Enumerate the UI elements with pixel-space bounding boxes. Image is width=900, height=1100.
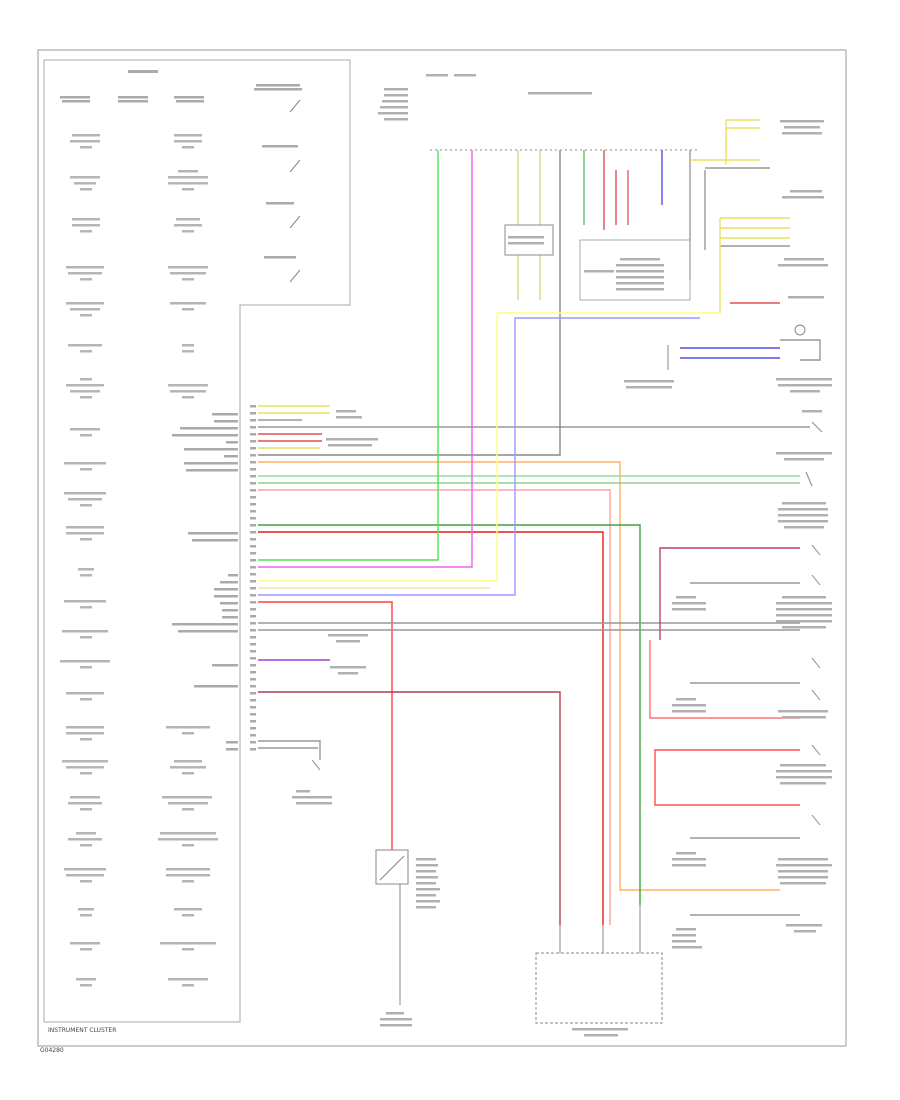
- instrument-cluster-label: INSTRUMENT CLUSTER: [48, 1027, 116, 1034]
- wires: [258, 119, 821, 925]
- top-connectors: [375, 149, 806, 1024]
- diagram-frame: [37, 49, 847, 1047]
- instrument-cluster-box: [43, 59, 351, 1023]
- switch-symbols: [311, 421, 823, 826]
- cluster-indicator-grid: [60, 134, 218, 987]
- diagram-code: G04280: [40, 1047, 64, 1054]
- cluster-pin-numbers: [250, 405, 256, 751]
- cluster-indicator-labels: [60, 70, 302, 259]
- right-component-labels: [292, 74, 832, 1037]
- cluster-pin-labels: [172, 413, 238, 751]
- gauge-needles: [289, 99, 301, 283]
